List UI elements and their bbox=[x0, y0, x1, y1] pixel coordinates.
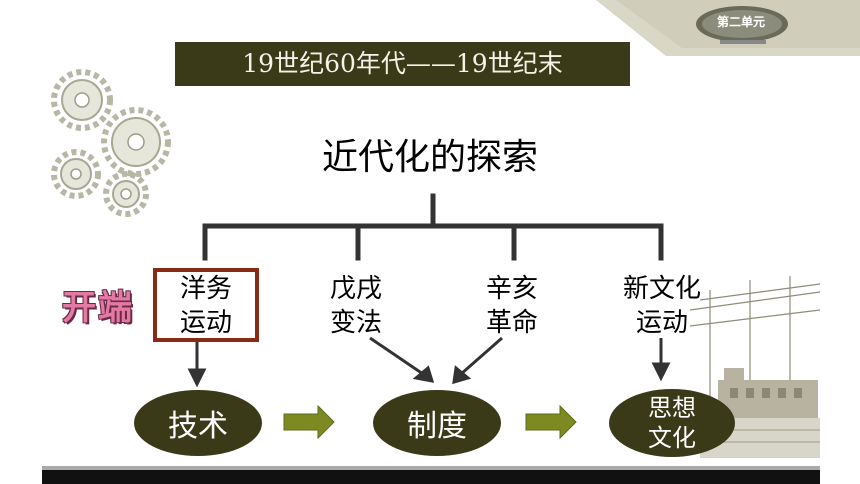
level-technology: 技术 bbox=[134, 390, 262, 456]
event-hundred-days-reform: 戊戌 变法 bbox=[329, 274, 382, 338]
diagram-title: 近代化的探索 bbox=[321, 137, 538, 178]
unit-label: 第二单元 bbox=[716, 15, 765, 29]
level-thought-culture: 思想 文化 bbox=[609, 389, 735, 457]
unit-badge-icon bbox=[596, 0, 860, 56]
era-banner: 19世纪60年代——19世纪末 bbox=[175, 42, 630, 86]
event-new-culture-movement: 新文化 运动 bbox=[622, 274, 701, 338]
event-westernization-movement: 洋务 运动 bbox=[179, 274, 232, 338]
start-label: 开端 bbox=[62, 288, 134, 328]
bottom-shadow bbox=[42, 466, 820, 470]
bottom-bar bbox=[42, 470, 820, 484]
event-highlight-box bbox=[153, 268, 259, 342]
event-xinhai-revolution: 辛亥 革命 bbox=[485, 274, 538, 338]
level-institution: 制度 bbox=[373, 390, 501, 456]
gear-cluster-icon bbox=[51, 69, 171, 217]
